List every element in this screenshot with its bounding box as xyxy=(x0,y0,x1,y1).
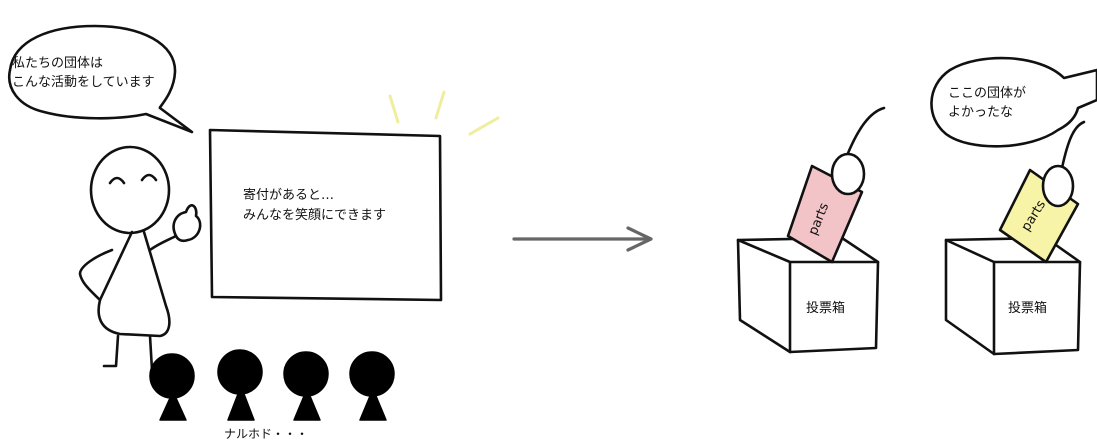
audience-person-2 xyxy=(217,349,263,421)
board-line-2: みんなを笑顔にできます xyxy=(243,208,387,223)
audience-caption: ナルホド・・・ xyxy=(224,427,309,441)
audience-person-4 xyxy=(349,351,395,421)
audience-person-1 xyxy=(149,353,195,421)
left-bubble-line-2: こんな活動をしています xyxy=(12,75,155,90)
presenter-figure xyxy=(78,145,202,372)
right-bubble-line-2: よかったな xyxy=(948,105,1014,120)
speech-bubble-right xyxy=(930,56,1097,148)
ballot-box-2-label: 投票箱 xyxy=(1008,301,1048,316)
ballot-box-2 xyxy=(944,120,1086,356)
right-bubble-line-1: ここの団体が xyxy=(948,86,1027,101)
presentation-board xyxy=(208,128,443,302)
left-bubble-line-1: 私たちの団体は xyxy=(12,56,104,71)
ballot-box-1 xyxy=(736,106,886,354)
sparkle-marks xyxy=(388,90,500,136)
voting-card-1 xyxy=(786,106,886,264)
audience-person-3 xyxy=(283,351,329,421)
voting-card-2 xyxy=(998,120,1086,264)
audience-group xyxy=(149,349,395,421)
speech-bubble-left xyxy=(7,24,194,134)
ballot-box-1-label: 投票箱 xyxy=(806,301,846,316)
transition-arrow xyxy=(512,226,653,252)
board-line-1: 寄付があると… xyxy=(243,188,335,203)
